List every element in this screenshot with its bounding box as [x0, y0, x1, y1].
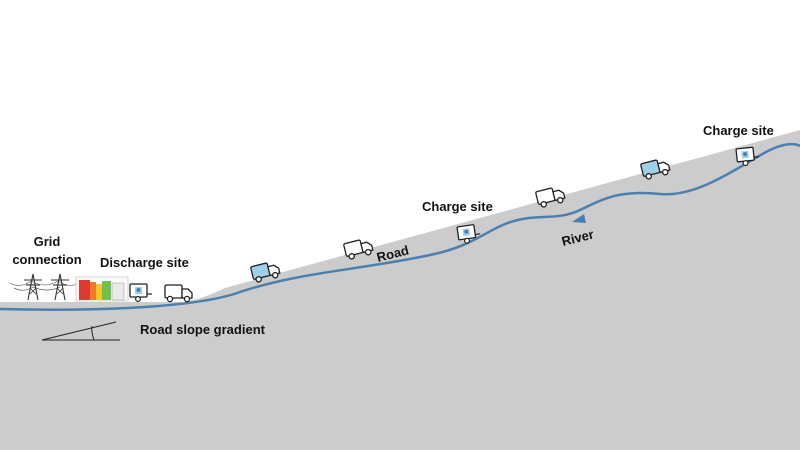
hillside-ground: [0, 130, 800, 450]
road-slope-gradient-label: Road slope gradient: [140, 322, 266, 337]
charge-site-top-label: Charge site: [703, 123, 774, 138]
charging-trailer-icon: [129, 283, 153, 303]
river-line: [0, 142, 800, 311]
battery-station-icon: [75, 276, 129, 302]
slope-gradient-indicator: [41, 321, 120, 341]
power-line-wires: [9, 280, 79, 291]
discharge-site-label: Discharge site: [100, 255, 189, 270]
truck-icon: [164, 284, 193, 303]
river-flow-arrow-icon: [572, 214, 586, 223]
charge-site-middle-label: Charge site: [422, 199, 493, 214]
grid-label-line2: connection: [12, 252, 81, 267]
grid-label-line1: Grid: [34, 234, 61, 249]
